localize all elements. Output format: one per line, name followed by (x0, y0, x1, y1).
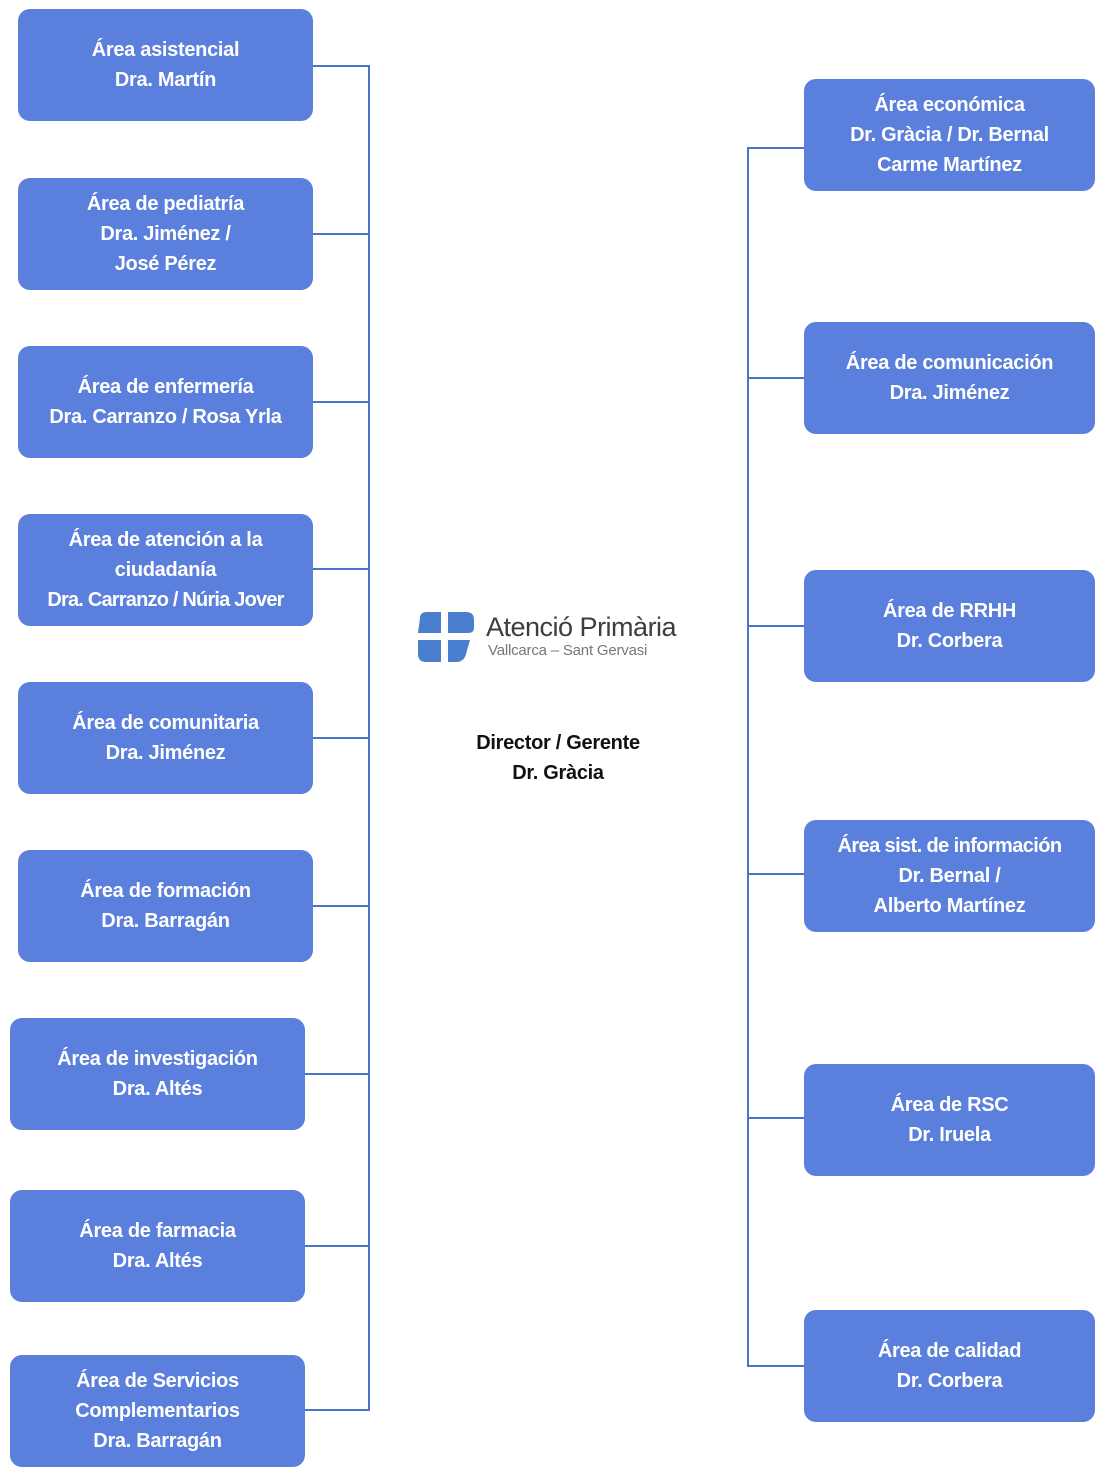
left-connector-branch (313, 568, 370, 570)
area-box-formacion[interactable]: Área de formación Dra. Barragán (18, 850, 313, 962)
right-connector-branch (747, 377, 804, 379)
director-role: Director / Gerente (476, 732, 640, 754)
area-responsible: Dr. Corbera (896, 630, 1003, 652)
area-box-economica[interactable]: Área económica Dr. Gràcia / Dr. Bernal C… (804, 79, 1095, 191)
area-title: Área de farmacia (79, 1220, 236, 1242)
area-title: Área económica (874, 94, 1025, 116)
right-connector-branch (747, 1365, 804, 1367)
area-box-calidad[interactable]: Área de calidad Dr. Corbera (804, 1310, 1095, 1422)
area-box-rrhh[interactable]: Área de RRHH Dr. Corbera (804, 570, 1095, 682)
right-connector-branch (747, 147, 804, 149)
area-title: Área sist. de información (837, 835, 1063, 857)
area-box-atencion-ciudadania[interactable]: Área de atención a la ciudadanía Dra. Ca… (18, 514, 313, 626)
organization-logo-icon (418, 612, 474, 662)
left-connector-branch (305, 1409, 370, 1411)
area-box-enfermeria[interactable]: Área de enfermería Dra. Carranzo / Rosa … (18, 346, 313, 458)
left-connector-branch (313, 233, 370, 235)
area-title: Área de formación (80, 880, 251, 902)
area-responsible: Dra. Jiménez (105, 742, 226, 764)
director-block: Director / Gerente Dr. Gràcia (400, 728, 716, 788)
area-responsible: Dra. Carranzo / Rosa Yrla (49, 406, 282, 428)
left-connector-branch (305, 1073, 370, 1075)
area-box-investigacion[interactable]: Área de investigación Dra. Altés (10, 1018, 305, 1130)
area-responsible: Dr. Corbera (896, 1370, 1003, 1392)
organization-logo: Atenció Primària Vallcarca – Sant Gervas… (410, 604, 700, 674)
area-title: Área de comunitaria (72, 712, 259, 734)
area-title: Área de calidad (877, 1340, 1022, 1362)
area-title: Área asistencial (91, 39, 240, 61)
area-title: Área de comunicación (845, 352, 1054, 374)
area-title: Complementarios (75, 1400, 240, 1422)
area-responsible: Dra. Carranzo / Núria Jover (47, 589, 284, 611)
area-box-asistencial[interactable]: Área asistencial Dra. Martín (18, 9, 313, 121)
area-box-rsc[interactable]: Área de RSC Dr. Iruela (804, 1064, 1095, 1176)
area-responsible: Alberto Martínez (873, 895, 1026, 917)
area-responsible: Carme Martínez (877, 154, 1022, 176)
area-responsible: Dra. Jiménez / (100, 223, 231, 245)
area-responsible: Dr. Iruela (908, 1124, 991, 1146)
area-box-comunitaria[interactable]: Área de comunitaria Dra. Jiménez (18, 682, 313, 794)
area-box-pediatria[interactable]: Área de pediatría Dra. Jiménez / José Pé… (18, 178, 313, 290)
area-title: Área de enfermería (77, 376, 254, 398)
left-connector-branch (313, 65, 370, 67)
area-box-sistemas-informacion[interactable]: Área sist. de información Dr. Bernal / A… (804, 820, 1095, 932)
area-box-farmacia[interactable]: Área de farmacia Dra. Altés (10, 1190, 305, 1302)
area-responsible: Dra. Barragán (93, 1430, 222, 1452)
area-title: Área de Servicios (76, 1370, 239, 1392)
area-responsible: Dr. Gràcia / Dr. Bernal (850, 124, 1049, 146)
area-title: Área de investigación (57, 1048, 258, 1070)
area-title: Área de pediatría (86, 193, 245, 215)
area-responsible: Dra. Jiménez (889, 382, 1010, 404)
left-connector-branch (305, 1245, 370, 1247)
right-connector-branch (747, 1117, 804, 1119)
left-connector-branch (313, 401, 370, 403)
area-title: Área de RSC (890, 1094, 1009, 1116)
right-connector-branch (747, 873, 804, 875)
area-title: ciudadanía (114, 559, 217, 581)
area-responsible: Dra. Altés (112, 1250, 203, 1272)
area-box-servicios-complementarios[interactable]: Área de Servicios Complementarios Dra. B… (10, 1355, 305, 1467)
logo-subtitle: Vallcarca – Sant Gervasi (488, 642, 648, 659)
area-responsible: Dra. Martín (114, 69, 217, 91)
area-responsible: José Pérez (114, 253, 217, 275)
area-responsible: Dra. Altés (112, 1078, 203, 1100)
area-title: Área de RRHH (882, 600, 1017, 622)
right-connector-vertical (747, 147, 749, 1367)
logo-title: Atenció Primària (486, 612, 677, 642)
director-name: Dr. Gràcia (512, 762, 604, 784)
area-title: Área de atención a la (68, 529, 263, 551)
area-responsible: Dra. Barragán (101, 910, 230, 932)
left-connector-branch (313, 905, 370, 907)
right-connector-branch (747, 625, 804, 627)
left-connector-branch (313, 737, 370, 739)
area-box-comunicacion[interactable]: Área de comunicación Dra. Jiménez (804, 322, 1095, 434)
area-responsible: Dr. Bernal / (898, 865, 1001, 887)
